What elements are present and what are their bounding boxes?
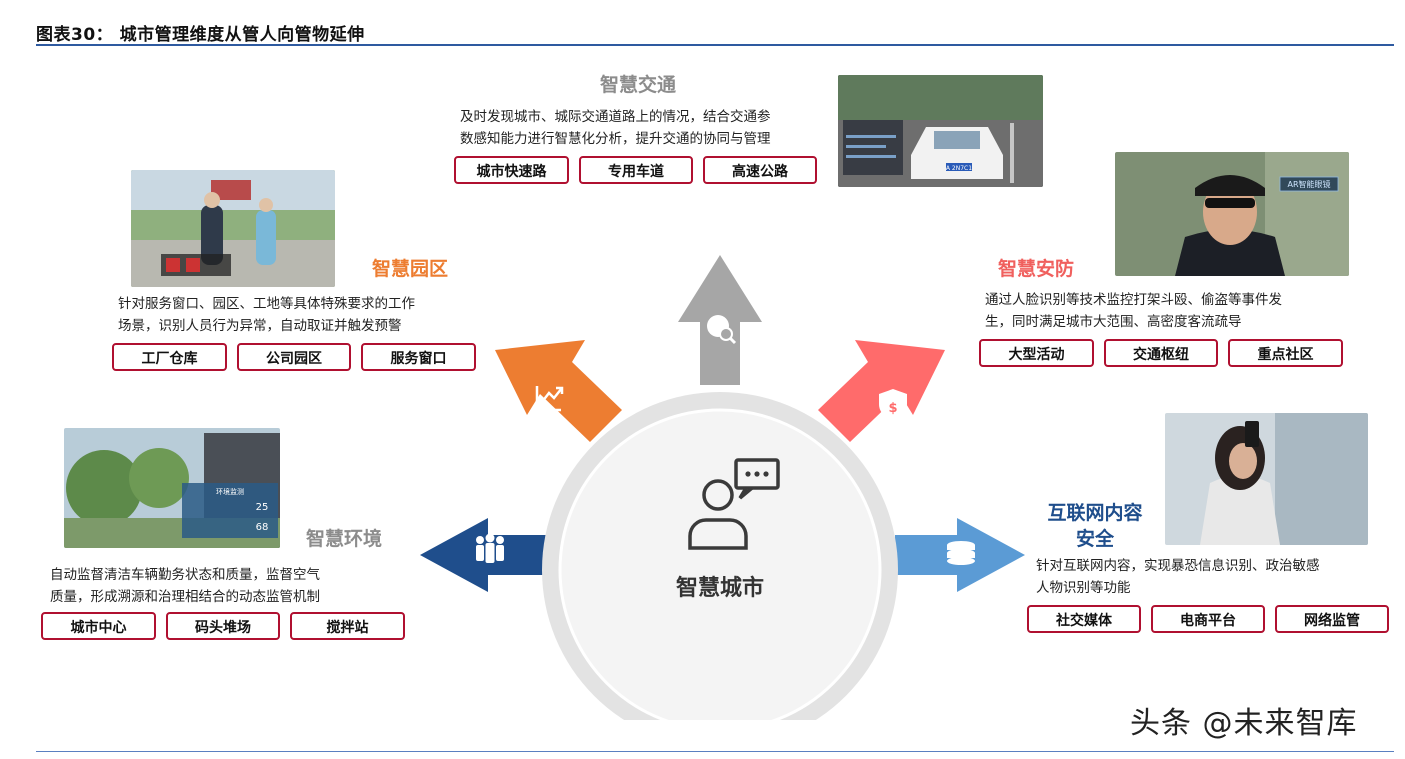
park-desc: 针对服务窗口、园区、工地等具体特殊要求的工作 场景，识别人员行为异常，自动取证并… (118, 293, 415, 337)
traffic-desc-line: 及时发现城市、城际交通道路上的情况，结合交通参 (460, 109, 771, 125)
internet-photo (1165, 413, 1368, 545)
env-reading-1: 25 (256, 502, 269, 513)
security-tags: 大型活动 交通枢纽 重点社区 (979, 339, 1343, 367)
environment-photo: 环境监测 25 68 (64, 428, 280, 548)
environment-desc-line: 质量，形成溯源和治理相结合的动态监管机制 (50, 589, 320, 605)
internet-title-line: 安全 (1075, 528, 1114, 550)
internet-desc: 针对互联网内容，实现暴恐信息识别、政治敏感 人物识别等功能 (1036, 555, 1320, 599)
tag-button[interactable]: 交通枢纽 (1104, 339, 1218, 367)
environment-title: 智慧环境 (306, 528, 383, 550)
park-photo (131, 170, 335, 287)
traffic-tags: 城市快速路 专用车道 高速公路 (454, 156, 817, 184)
internet-tags: 社交媒体 电商平台 网络监管 (1027, 605, 1389, 633)
figure-title: 图表30： 城市管理维度从管人向管物延伸 (36, 25, 365, 45)
tag-button[interactable]: 大型活动 (979, 339, 1094, 367)
internet-desc-line: 针对互联网内容，实现暴恐信息识别、政治敏感 (1036, 558, 1320, 574)
park-desc-line: 场景，识别人员行为异常，自动取证并触发预警 (118, 318, 402, 334)
license-plate: A 2N7C1 (946, 165, 972, 172)
arrow-security (818, 340, 945, 442)
people-icon (476, 533, 504, 563)
security-desc: 通过人脸识别等技术监控打架斗殴、偷盗等事件发 生，同时满足城市大范围、高密度客流… (985, 289, 1282, 333)
traffic-desc-line: 数感知能力进行智慧化分析，提升交通的协同与管理 (460, 131, 771, 147)
database-icon (947, 541, 975, 565)
watermark: 头条 @未来智库 (1130, 706, 1358, 741)
park-title: 智慧园区 (372, 258, 449, 280)
globe-search-icon (707, 315, 737, 345)
svg-text:$: $ (888, 401, 897, 416)
tag-button[interactable]: 专用车道 (579, 156, 693, 184)
security-title: 智慧安防 (998, 258, 1075, 280)
tag-button[interactable]: 码头堆场 (166, 612, 280, 640)
trend-chart-icon (535, 386, 564, 412)
ar-glasses-label: AR智能眼镜 (1287, 179, 1330, 189)
environment-tags: 城市中心 码头堆场 搅拌站 (41, 612, 405, 640)
traffic-title: 智慧交通 (600, 74, 677, 96)
environment-desc: 自动监督清洁车辆勤务状态和质量，监督空气 质量，形成溯源和治理相结合的动态监管机… (50, 564, 320, 608)
traffic-desc: 及时发现城市、城际交通道路上的情况，结合交通参 数感知能力进行智慧化分析，提升交… (460, 106, 771, 150)
tag-button[interactable]: 搅拌站 (290, 612, 405, 640)
shield-dollar-icon: $ (879, 389, 907, 421)
tag-button[interactable]: 城市中心 (41, 612, 156, 640)
tag-button[interactable]: 重点社区 (1228, 339, 1343, 367)
park-desc-line: 针对服务窗口、园区、工地等具体特殊要求的工作 (118, 296, 415, 312)
tag-button[interactable]: 电商平台 (1151, 605, 1265, 633)
center-diagram: $ (420, 255, 1025, 720)
security-photo: AR智能眼镜 (1115, 152, 1349, 276)
internet-title: 互联网内容 安全 (1040, 500, 1150, 552)
center-label: 智慧城市 (675, 576, 764, 601)
tag-button[interactable]: 城市快速路 (454, 156, 569, 184)
tag-button[interactable]: 社交媒体 (1027, 605, 1141, 633)
tag-button[interactable]: 网络监管 (1275, 605, 1389, 633)
internet-title-line: 互联网内容 (1047, 502, 1143, 524)
security-desc-line: 生，同时满足城市大范围、高密度客流疏导 (985, 314, 1242, 330)
env-monitor-label: 环境监测 (216, 487, 244, 496)
person-speech-icon (688, 458, 780, 550)
internet-desc-line: 人物识别等功能 (1036, 580, 1131, 596)
top-rule (36, 44, 1394, 46)
security-desc-line: 通过人脸识别等技术监控打架斗殴、偷盗等事件发 (985, 292, 1282, 308)
traffic-photo: A 2N7C1 (838, 75, 1043, 187)
tag-button[interactable]: 公司园区 (237, 343, 351, 371)
environment-desc-line: 自动监督清洁车辆勤务状态和质量，监督空气 (50, 567, 320, 583)
tag-button[interactable]: 服务窗口 (361, 343, 476, 371)
arrow-environment (420, 518, 550, 592)
tag-button[interactable]: 高速公路 (703, 156, 817, 184)
env-reading-2: 68 (256, 522, 269, 533)
park-tags: 工厂仓库 公司园区 服务窗口 (112, 343, 476, 371)
bottom-rule (36, 751, 1394, 752)
tag-button[interactable]: 工厂仓库 (112, 343, 227, 371)
